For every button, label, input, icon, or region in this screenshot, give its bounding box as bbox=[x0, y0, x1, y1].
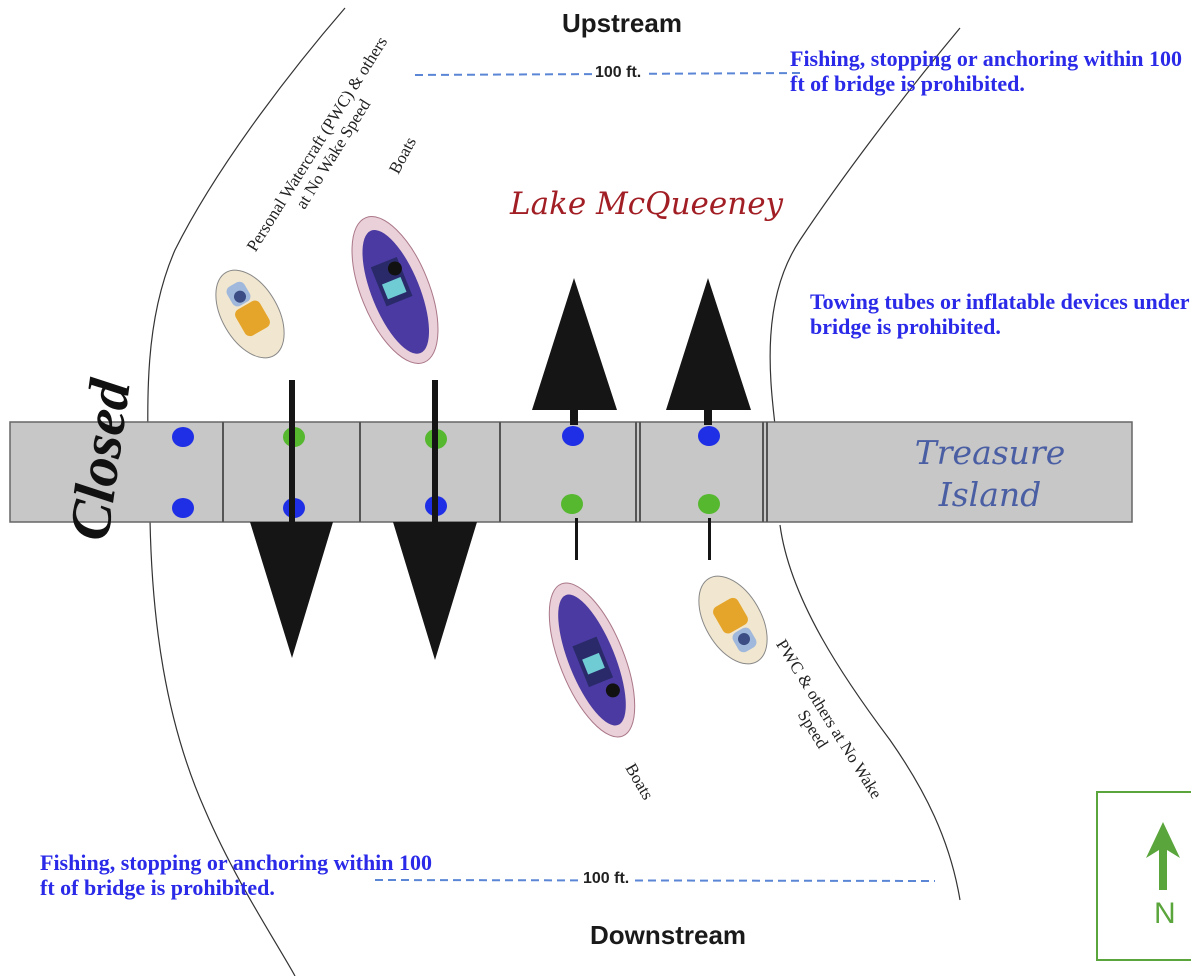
arrow-down-icon bbox=[393, 380, 477, 660]
arrow-up-icon bbox=[666, 278, 751, 425]
downstream-distance-label: 100 ft. bbox=[580, 870, 633, 888]
marker-blue bbox=[172, 427, 194, 447]
downstream-label: Downstream bbox=[590, 920, 747, 950]
arrow-up-icon bbox=[708, 518, 711, 560]
marker-green bbox=[561, 494, 583, 514]
compass bbox=[1096, 791, 1191, 961]
arrow-down-icon bbox=[250, 380, 333, 658]
marker-blue bbox=[698, 426, 720, 446]
marker-green bbox=[698, 494, 720, 514]
boat-icon bbox=[351, 216, 439, 364]
fishing-rule-downstream: Fishing, stopping or anchoring within 10… bbox=[40, 850, 433, 900]
fishing-rule-upstream: Fishing, stopping or anchoring within 10… bbox=[790, 46, 1183, 96]
traffic-arrows bbox=[250, 278, 751, 660]
compass-arrow-icon bbox=[1146, 822, 1180, 890]
compass-north-label: N bbox=[1154, 897, 1176, 930]
upstream-distance-label: 100 ft. bbox=[592, 64, 645, 82]
upstream-label: Upstream bbox=[562, 8, 682, 38]
downstream-distance-line bbox=[374, 879, 936, 882]
jet-ski-icon bbox=[698, 575, 768, 665]
marker-blue bbox=[172, 498, 194, 518]
arrow-up-icon bbox=[532, 278, 617, 425]
marker-blue bbox=[562, 426, 584, 446]
towing-rule: Towing tubes or inflatable devices under… bbox=[810, 289, 1190, 339]
lake-name: Lake McQueeney bbox=[510, 186, 784, 222]
arrow-up-icon bbox=[575, 518, 578, 560]
island-name: Treasure Island bbox=[914, 433, 1066, 514]
east-shoreline bbox=[769, 27, 961, 901]
jet-ski-icon bbox=[215, 269, 285, 359]
boat-icon bbox=[548, 582, 636, 738]
